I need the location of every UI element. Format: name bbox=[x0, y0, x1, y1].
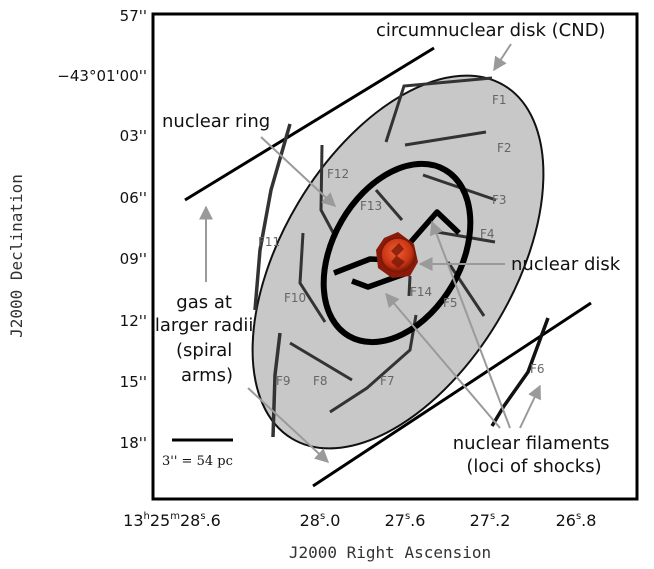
label-f13: F13 bbox=[360, 199, 382, 213]
spiral-arm-lower bbox=[312, 301, 592, 488]
filament-f9-line bbox=[271, 332, 282, 438]
x-axis-title: J2000 Right Ascension bbox=[289, 543, 491, 562]
gas-label: gas at larger radii (spiral arms) bbox=[155, 292, 259, 386]
label-f10: F10 bbox=[284, 291, 306, 305]
filament-f7-line bbox=[329, 314, 418, 414]
gas-arrow-down bbox=[247, 387, 330, 463]
filaments-arrow-2 bbox=[429, 220, 511, 429]
label-f5: F5 bbox=[443, 296, 458, 310]
label-f9: F9 bbox=[276, 374, 291, 388]
label-f7: F7 bbox=[380, 374, 395, 388]
label-f11: F11 bbox=[258, 235, 280, 249]
label-f14: F14 bbox=[410, 285, 432, 299]
x-tick-label: 13h25m28s.6 bbox=[123, 511, 221, 530]
filament-f5-line bbox=[446, 261, 486, 317]
x-tick-label: 26s.8 bbox=[556, 511, 597, 530]
x-tick-label: 27s.6 bbox=[385, 511, 426, 530]
filament-f14-line bbox=[407, 275, 412, 297]
label-f12: F12 bbox=[327, 167, 349, 181]
y-tick-label: 57'' bbox=[120, 7, 147, 25]
cnd-filaments bbox=[289, 76, 497, 414]
y-tick-label: 06'' bbox=[120, 189, 147, 207]
filament-f6-line bbox=[490, 317, 550, 427]
filaments-label: nuclear filaments (loci of shocks) bbox=[453, 433, 616, 477]
filament-f10-line bbox=[298, 232, 327, 323]
cnd-label: circumnuclear disk (CND) bbox=[376, 20, 606, 41]
nuclear-disk-label: nuclear disk bbox=[511, 254, 621, 275]
filament-f1-line bbox=[384, 76, 493, 143]
y-tick-label: −43°01'00'' bbox=[57, 67, 147, 85]
x-tick-label: 28s.0 bbox=[300, 511, 341, 530]
filament-f13-line bbox=[374, 189, 404, 221]
spiral-arm-upper bbox=[184, 46, 435, 202]
filaments-arrow-1 bbox=[385, 292, 501, 429]
scale-bar-label: 3'' = 54 pc bbox=[162, 454, 233, 469]
filament-f4-line bbox=[436, 230, 496, 244]
label-f1: F1 bbox=[492, 93, 507, 107]
y-tick-label: 03'' bbox=[120, 127, 147, 145]
filament-f11-line bbox=[253, 123, 292, 311]
y-tick-label: 09'' bbox=[120, 250, 147, 268]
filament-f2-line bbox=[404, 130, 487, 147]
label-f8: F8 bbox=[313, 374, 328, 388]
filaments-arrow-3 bbox=[519, 384, 541, 429]
nucleus-marker bbox=[376, 232, 418, 278]
cnd-arrow bbox=[493, 43, 512, 72]
label-f3: F3 bbox=[492, 193, 507, 207]
y-tick-label: 15'' bbox=[120, 373, 147, 391]
label-f2: F2 bbox=[497, 141, 512, 155]
nuclear-ring-arrow bbox=[260, 136, 337, 207]
y-tick-label: 12'' bbox=[120, 312, 147, 330]
label-f6: F6 bbox=[530, 362, 545, 376]
nuclear-ring bbox=[320, 160, 474, 346]
filament-f12-line bbox=[319, 144, 338, 239]
y-axis-title: J2000 Declination bbox=[7, 174, 26, 338]
nuclear-ring-label: nuclear ring bbox=[162, 111, 270, 132]
annotation-arrows bbox=[199, 43, 541, 463]
filament-f8-line bbox=[289, 341, 353, 382]
label-f4: F4 bbox=[480, 227, 495, 241]
x-tick-label: 27s.2 bbox=[470, 511, 511, 530]
y-tick-label: 18'' bbox=[120, 434, 147, 452]
